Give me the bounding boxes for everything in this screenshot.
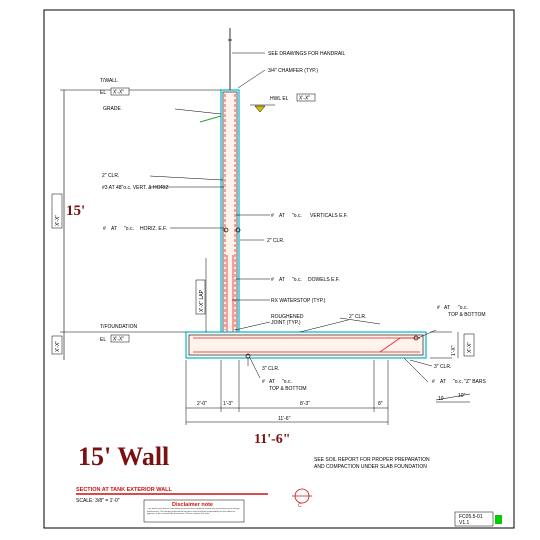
dowels-note: DOWELS E.F.	[308, 277, 340, 283]
height-dimension: 15'	[66, 203, 85, 219]
verticals-spacing: "o.c.	[292, 213, 302, 219]
left-dim-value: X'-X"	[55, 215, 61, 226]
hwl-label: HWL EL	[270, 96, 289, 102]
water-level-symbol	[254, 105, 266, 113]
clr-2-mid-note: 2" CLR.	[267, 238, 284, 244]
verticals-bar-size: #	[271, 213, 274, 219]
verticals-note: VERTICALS E.F.	[310, 213, 348, 219]
t-wall-value: X'-X"	[113, 90, 124, 96]
slab-top-bottom-note: TOP & BOTTOM	[448, 312, 486, 318]
sheet-version: V1.1	[459, 520, 470, 526]
status-badge	[495, 515, 502, 524]
left-dim-value-2: X'-X"	[55, 341, 61, 352]
dowels-at: AT	[279, 277, 285, 283]
z-bars-at: AT	[440, 379, 446, 385]
grade-label: GRADE	[103, 106, 121, 112]
bars-48-note: #3 AT 48"o.c. VERT. & HORIZ	[102, 185, 169, 191]
dim-8-3: 8'-3"	[300, 401, 310, 407]
disclaimer-body: This detail must not be used without the…	[147, 508, 240, 516]
dim-8: 8"	[378, 401, 383, 407]
slope-label-b: 10"	[458, 393, 466, 399]
sheet-border	[43, 9, 515, 529]
handrail-note: SEE DRAWINGS FOR HANDRAIL	[268, 51, 346, 57]
sheet-number: FC05.5-01	[459, 514, 483, 520]
wall-stem	[220, 28, 240, 340]
clr-3-right-note: 3" CLR.	[434, 364, 451, 370]
t-foundation-value: X'-X"	[113, 337, 124, 343]
soil-note-line-2: AND COMPACTION UNDER SLAB FOUNDATION	[314, 464, 427, 470]
waterstop-note: RX WATERSTOP (TYP.)	[271, 298, 326, 304]
roughened-note: ROUGHENED	[271, 314, 304, 320]
dowels-bar-size: #	[271, 277, 274, 283]
right-dim-value-2: 1'-X"	[451, 345, 457, 356]
bottom-at: AT	[269, 379, 275, 385]
grade-line	[199, 115, 222, 123]
verticals-at: AT	[279, 213, 285, 219]
slope-label-a: 10	[438, 396, 444, 402]
t-foundation-label: T/FOUNDATION	[100, 324, 138, 330]
footing-slab	[185, 227, 427, 359]
horiz-at: AT	[111, 226, 117, 232]
soil-note-line-1: SEE SOIL REPORT FOR PROPER PREPARATION	[314, 457, 430, 463]
bottom-top-bottom-note: TOP & BOTTOM	[269, 386, 307, 392]
section-marker-label: C	[298, 503, 302, 509]
dim-1-3: 1'-3"	[223, 401, 233, 407]
dowels-spacing: "o.c.	[292, 277, 302, 283]
clr-2-slab-note: 2" CLR.	[349, 314, 366, 320]
disclaimer-title: Disclaimer note	[172, 502, 213, 508]
slab-spacing: "o.c.	[458, 305, 468, 311]
wall-title: 15' Wall	[78, 442, 169, 471]
hwl-value: X'-X"	[299, 96, 310, 102]
chamfer-note: 3/4" CHAMFER (TYP.)	[268, 68, 318, 74]
slab-bar-size: #	[437, 305, 440, 311]
scale-note: SCALE: 3/8" = 1'-0"	[76, 498, 120, 504]
dim-11-6-big: 11'-6"	[254, 432, 291, 447]
horiz-note: HORIZ. E.F.	[140, 226, 167, 232]
sheet-number-box	[454, 511, 494, 527]
clr-2-top-note: 2" CLR.	[102, 173, 119, 179]
clr-3-bottom-note: 3" CLR.	[262, 366, 279, 372]
t-foundation-el: EL	[100, 337, 106, 343]
slab-at: AT	[444, 305, 450, 311]
dim-2-0: 2'-0"	[197, 401, 207, 407]
disclaimer-box	[143, 499, 245, 523]
lap-note: X'-X" LAP	[199, 289, 205, 312]
bottom-spacing: "o.c.	[282, 379, 292, 385]
section-title: SECTION AT TANK EXTERIOR WALL	[76, 487, 172, 493]
bottom-bar-size: #	[262, 379, 265, 385]
horiz-bar-size: #	[103, 226, 106, 232]
z-bars-size: #	[432, 379, 435, 385]
right-dim-value: X'-X"	[467, 342, 473, 353]
dim-11-6-small: 11'-6"	[278, 416, 291, 422]
t-wall-el: EL	[100, 90, 106, 96]
t-wall-label: T/WALL	[100, 78, 118, 84]
joint-note: JOINT (TYP.)	[271, 320, 301, 326]
horiz-spacing: "o.c.	[124, 226, 134, 232]
z-bars-note: "o.c. "Z" BARS	[453, 379, 486, 385]
